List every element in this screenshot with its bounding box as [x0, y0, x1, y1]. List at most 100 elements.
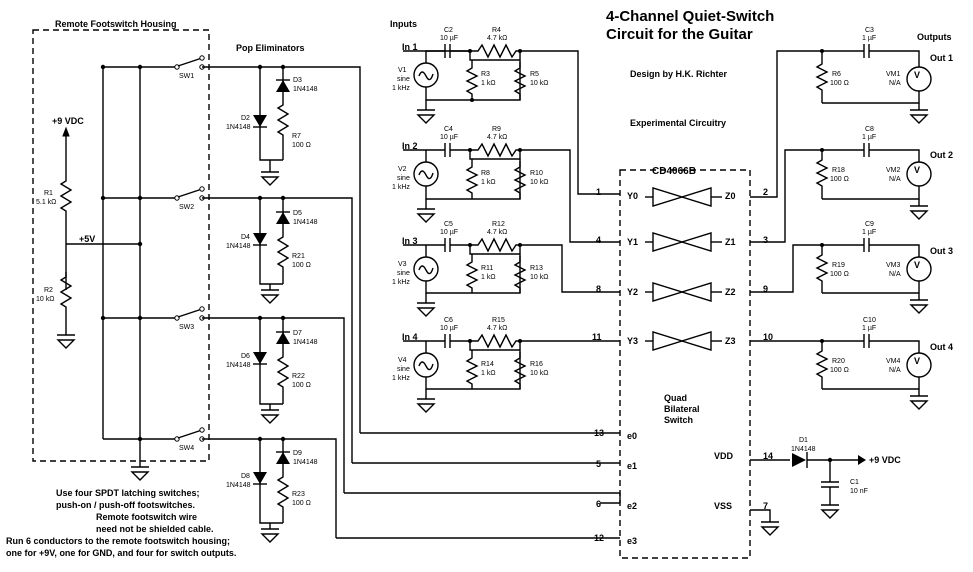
- pin-y3-name: Y3: [627, 336, 638, 346]
- c10-label: C10: [863, 317, 876, 324]
- pin-z3-name: Z3: [725, 336, 736, 346]
- pin-z1-name: Z1: [725, 237, 736, 247]
- pin-z0-number: 2: [763, 187, 768, 197]
- output-channel-3: [750, 238, 932, 314]
- r22-value: 100 Ω: [292, 382, 311, 389]
- c8-value: 1 µF: [862, 134, 876, 141]
- note-line-4: need not be shielded cable.: [96, 524, 214, 534]
- out4-label: Out 4: [930, 342, 953, 352]
- d7-value: 1N4148: [293, 339, 318, 346]
- v1-wave: sine: [397, 76, 410, 83]
- pin-e3-number: 12: [594, 533, 604, 543]
- r16-value: 10 kΩ: [530, 370, 548, 377]
- r1-value: 5.1 kΩ: [36, 199, 56, 206]
- vm3-label: VM3: [886, 262, 901, 269]
- r1-label: R1: [44, 190, 53, 197]
- r11-value: 1 kΩ: [481, 274, 496, 281]
- pin-y2-name: Y2: [627, 287, 638, 297]
- d7-label: D7: [293, 330, 302, 337]
- r9-label: R9: [492, 126, 501, 133]
- r4-label: R4: [492, 27, 501, 34]
- r20-label: R20: [832, 358, 845, 365]
- r15-label: R15: [492, 317, 505, 324]
- c2-label: C2: [444, 27, 453, 34]
- d1-label: D1: [799, 437, 808, 444]
- sw1-label: SW1: [179, 73, 194, 80]
- vcc-right-label: +9 VDC: [869, 455, 901, 465]
- v4-wave: sine: [397, 366, 410, 373]
- v3-freq: 1 kHz: [392, 279, 410, 286]
- r14-label: R14: [481, 361, 494, 368]
- vm2-label: VM2: [886, 167, 901, 174]
- supply-divider: [56, 126, 143, 349]
- pop-eliminators-label: Pop Eliminators: [236, 43, 305, 53]
- bilateral-switch-2: [645, 282, 722, 302]
- r21-label: R21: [292, 253, 305, 260]
- pin-y2-number: 8: [596, 284, 601, 294]
- pin-e0-name: e0: [627, 431, 637, 441]
- ic-desc-1: Quad: [664, 393, 687, 403]
- footswitch-housing: [32, 29, 210, 462]
- c5-value: 10 µF: [440, 229, 458, 236]
- c2-value: 10 µF: [440, 35, 458, 42]
- r8-label: R8: [481, 170, 490, 177]
- switch-sw4: [103, 427, 205, 442]
- r18-label: R18: [832, 167, 845, 174]
- c3-label: C3: [865, 27, 874, 34]
- r6-value: 100 Ω: [830, 80, 849, 87]
- pin-e3-name: e3: [627, 536, 637, 546]
- output-channel-1: [750, 44, 932, 198]
- switch-sw2: [100, 186, 205, 201]
- pin-y1-number: 4: [596, 235, 601, 245]
- c6-value: 10 µF: [440, 325, 458, 332]
- outputs-header: Outputs: [917, 32, 952, 42]
- d6-value: 1N4148: [226, 362, 251, 369]
- vcc-label: +9 VDC: [52, 116, 84, 126]
- bilateral-switch-0: [645, 187, 722, 207]
- out1-label: Out 1: [930, 53, 953, 63]
- d2-label: D2: [241, 115, 250, 122]
- experimental-note: Experimental Circuitry: [630, 118, 726, 128]
- c9-label: C9: [865, 221, 874, 228]
- housing-label: Remote Footswitch Housing: [55, 19, 177, 29]
- c10-value: 1 µF: [862, 325, 876, 332]
- r15-value: 4.7 kΩ: [487, 325, 507, 332]
- c6-label: C6: [444, 317, 453, 324]
- pin-y0-name: Y0: [627, 191, 638, 201]
- pin-e1-number: 5: [596, 459, 601, 469]
- r9-value: 4.7 kΩ: [487, 134, 507, 141]
- d3-label: D3: [293, 77, 302, 84]
- pin-e2-number: 6: [596, 499, 601, 509]
- ic-label: CD4066B: [652, 166, 696, 177]
- d2-value: 1N4148: [226, 124, 251, 131]
- vm4-label: VM4: [886, 358, 901, 365]
- d6-label: D6: [241, 353, 250, 360]
- sw3-label: SW3: [179, 324, 194, 331]
- r8-value: 1 kΩ: [481, 179, 496, 186]
- v3-wave: sine: [397, 270, 410, 277]
- r12-value: 4.7 kΩ: [487, 229, 507, 236]
- pin-y0-number: 1: [596, 187, 601, 197]
- note-line-2: push-on / push-off footswitches.: [56, 500, 195, 510]
- r20-value: 100 Ω: [830, 367, 849, 374]
- input-channel-1: [403, 43, 620, 195]
- r11-label: R11: [481, 265, 493, 272]
- v2-name: V2: [398, 166, 407, 173]
- output-channel-2: [750, 143, 932, 243]
- d4-label: D4: [241, 234, 250, 241]
- note-line-1: Use four SPDT latching switches;: [56, 488, 200, 498]
- vdd-label: VDD: [714, 451, 734, 461]
- v2-freq: 1 kHz: [392, 184, 410, 191]
- voltmeter-icon: V: [914, 356, 920, 366]
- r23-value: 100 Ω: [292, 500, 311, 507]
- r19-value: 100 Ω: [830, 271, 849, 278]
- pin-y1-name: Y1: [627, 237, 638, 247]
- d9-value: 1N4148: [293, 459, 318, 466]
- pin-e0-number: 13: [594, 428, 604, 438]
- pin-z2-number: 9: [763, 284, 768, 294]
- v1-name: V1: [398, 67, 407, 74]
- v4-name: V4: [398, 357, 407, 364]
- r12-label: R12: [492, 221, 505, 228]
- title-line-2: Circuit for the Guitar: [606, 26, 753, 43]
